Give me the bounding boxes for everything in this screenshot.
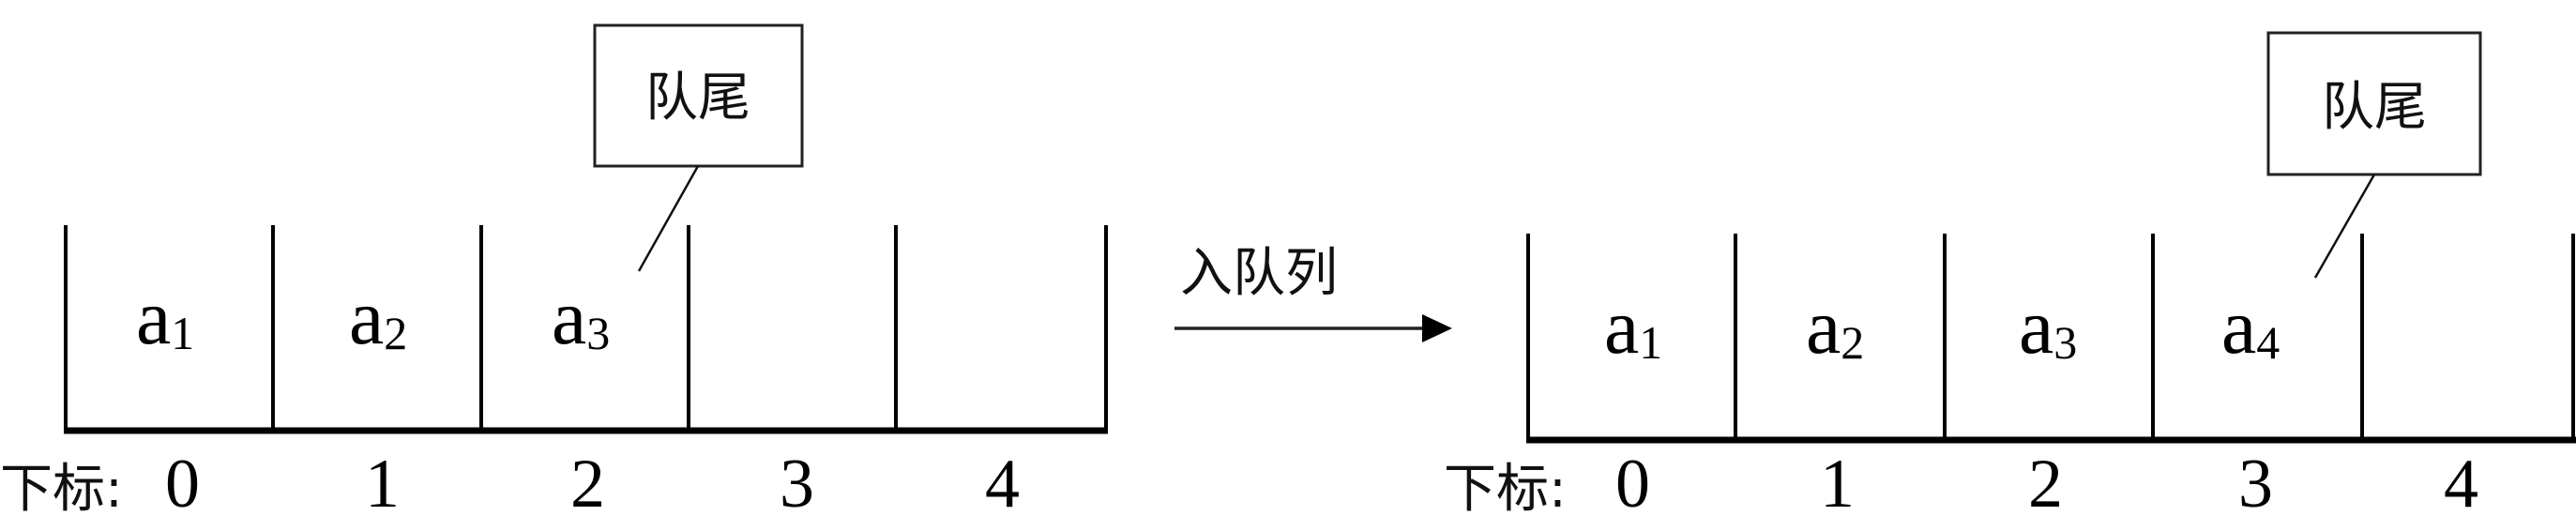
queue-after: a1 a2 a3 a4 队尾 下标: 0 1 2 3 4 [1444, 31, 2576, 523]
index-prefix: 下标: [0, 459, 123, 520]
cell-2: a3 [2019, 283, 2077, 371]
cell-1: a2 [1806, 283, 1864, 371]
queue-before-walls [64, 225, 1108, 434]
index-3: 3 [780, 446, 814, 523]
index-0: 0 [1615, 446, 1650, 523]
tail-label: 队尾 [645, 68, 750, 129]
index-4: 4 [985, 446, 1020, 523]
index-2: 2 [2028, 446, 2063, 523]
index-2: 2 [570, 446, 605, 523]
index-1: 1 [365, 446, 400, 523]
cell-3: a4 [2221, 283, 2280, 371]
cell-2: a3 [552, 274, 610, 361]
tail-label-box [593, 23, 804, 168]
queue-before: a1 a2 a3 队尾 下标: 0 1 2 3 4 [0, 23, 1108, 523]
index-0: 0 [165, 446, 200, 523]
arrow-label: 入队列 [1180, 243, 1338, 304]
cell-0: a1 [136, 274, 194, 361]
tail-label: 队尾 [2322, 77, 2427, 138]
index-3: 3 [2238, 446, 2273, 523]
index-prefix: 下标: [1444, 459, 1567, 520]
tail-pointer [2313, 174, 2376, 279]
queue-after-walls [1526, 234, 2576, 444]
enqueue-arrow: 入队列 [1174, 243, 1452, 342]
index-1: 1 [1820, 446, 1855, 523]
cell-0: a1 [1604, 283, 1662, 371]
tail-pointer [637, 165, 700, 272]
arrow-head-icon [1422, 314, 1452, 342]
cell-1: a2 [349, 274, 407, 361]
index-4: 4 [2444, 446, 2478, 523]
